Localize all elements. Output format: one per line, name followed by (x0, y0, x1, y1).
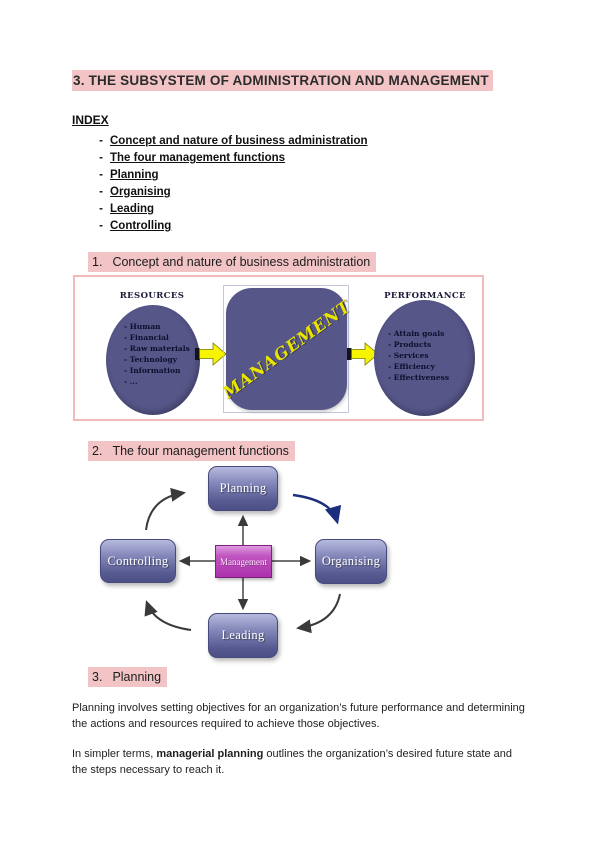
resources-item: - Financial (124, 333, 169, 342)
section-title: Concept and nature of business administr… (112, 255, 371, 269)
index-item: Organising (72, 184, 534, 201)
paragraph-bold-text: managerial planning (156, 748, 264, 760)
resources-label: RESOURCES (119, 291, 185, 301)
section-title: The four management functions (112, 444, 289, 458)
performance-ellipse: - Attain goals - Products - Services - E… (374, 300, 475, 416)
index-item: Leading (72, 201, 534, 218)
resources-item: - ... (124, 377, 138, 386)
performance-item: - Products (388, 340, 432, 349)
performance-item: - Efficiency (388, 362, 436, 371)
management-process-diagram: RESOURCES - Human - Financial - Raw mate… (73, 275, 484, 421)
section-2-highlight: 2. The four management functions (88, 441, 295, 461)
section-3-heading: 3. Planning (88, 667, 534, 687)
planning-paragraph-1: Planning involves setting objectives for… (72, 702, 525, 730)
page-title: 3. THE SUBSYSTEM OF ADMINISTRATION AND M… (72, 70, 534, 91)
resources-item: - Human (124, 322, 161, 331)
performance-label: PERFORMANCE (384, 291, 466, 301)
index-item: Planning (72, 167, 534, 184)
index-list: Concept and nature of business administr… (72, 133, 534, 235)
cycle-center-management: Management (215, 545, 272, 578)
dash-bullet (92, 218, 110, 235)
management-shape: MANAGEMENT (219, 288, 354, 410)
cycle-box-label: Planning (219, 481, 267, 495)
section-3-highlight: 3. Planning (88, 667, 168, 687)
cycle-box-label: Controlling (107, 553, 169, 568)
section-title: Planning (112, 670, 162, 684)
index-item-label: Planning (110, 169, 159, 181)
section-number: 1. (92, 255, 103, 269)
resources-item: - Raw materials (124, 344, 190, 353)
management-functions-cycle-diagram: Planning Organising Controlling Leading … (85, 463, 425, 661)
cycle-box-label: Organising (321, 554, 381, 568)
index-item: Concept and nature of business administr… (72, 133, 534, 150)
dash-bullet (92, 150, 110, 167)
planning-paragraph-2: In simpler terms, managerial planning ou… (72, 747, 530, 778)
performance-item: - Effectiveness (388, 373, 450, 382)
resources-ellipse: - Human - Financial - Raw materials - Te… (106, 305, 200, 415)
section-1-highlight: 1. Concept and nature of business adminis… (88, 252, 377, 272)
page-title-highlight: 3. THE SUBSYSTEM OF ADMINISTRATION AND M… (72, 70, 493, 91)
section-number: 3. (92, 670, 103, 684)
performance-item: - Services (388, 351, 429, 360)
cycle-arrows (144, 487, 342, 634)
index-item: Controlling (72, 218, 534, 235)
section-1-heading: 1. Concept and nature of business adminis… (88, 252, 534, 272)
index-item: The four management functions (72, 150, 534, 167)
dash-bullet (92, 167, 110, 184)
paragraph-text: outlines the organization’s desired futu… (72, 748, 513, 776)
section-2-heading: 2. The four management functions (88, 441, 534, 461)
performance-list: - Attain goals - Products - Services - E… (388, 328, 449, 383)
paragraph-text: In simpler terms, (72, 748, 157, 760)
cycle-center-label: Management (220, 556, 267, 567)
index-item-label: Controlling (110, 220, 172, 232)
dash-bullet (92, 201, 110, 218)
management-shape-label: MANAGEMENT (218, 296, 355, 402)
index-heading: INDEX (72, 113, 109, 127)
index-item-label: Leading (110, 203, 155, 215)
index-item-label: Organising (110, 186, 171, 198)
dash-bullet (92, 184, 110, 201)
cycle-box-planning: Planning (208, 466, 278, 511)
performance-item: - Attain goals (388, 329, 445, 338)
index-item-label: Concept and nature of business administr… (110, 135, 368, 147)
right-block-arrow-icon (195, 342, 227, 366)
cycle-box-leading: Leading (208, 613, 278, 658)
resources-item: - Information (124, 366, 181, 375)
index-item-label: The four management functions (110, 152, 286, 164)
right-block-arrow-icon (347, 342, 379, 366)
dash-bullet (92, 133, 110, 150)
section-number: 2. (92, 444, 103, 458)
resources-item: - Technology (124, 355, 178, 364)
resources-list: - Human - Financial - Raw materials - Te… (124, 321, 190, 387)
cycle-box-controlling: Controlling (100, 539, 176, 583)
cycle-box-label: Leading (221, 628, 265, 642)
cycle-box-organising: Organising (315, 539, 387, 584)
